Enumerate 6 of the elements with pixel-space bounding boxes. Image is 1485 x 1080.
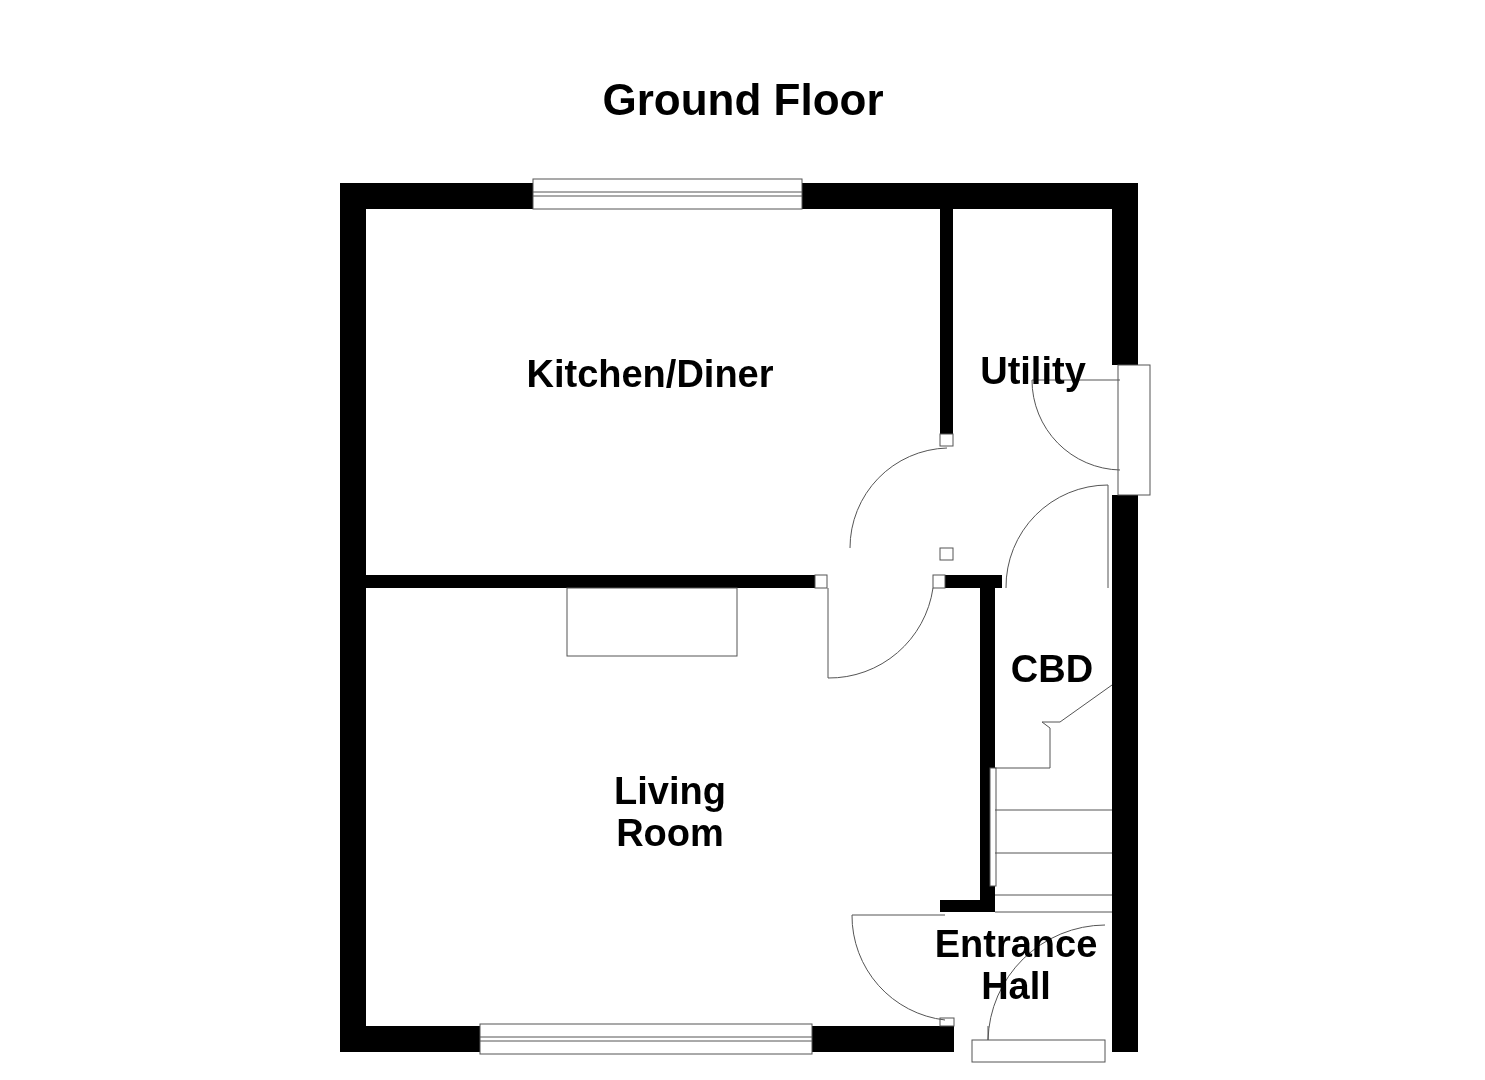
room-label: Utility — [980, 351, 1086, 393]
plan-title: Ground Floor — [602, 74, 884, 126]
room-label: Living Room — [613, 771, 727, 855]
room-label: CBD — [1010, 649, 1094, 691]
room-label: Kitchen/Diner — [526, 354, 774, 396]
room-label: Entrance Hall — [933, 924, 1099, 1008]
